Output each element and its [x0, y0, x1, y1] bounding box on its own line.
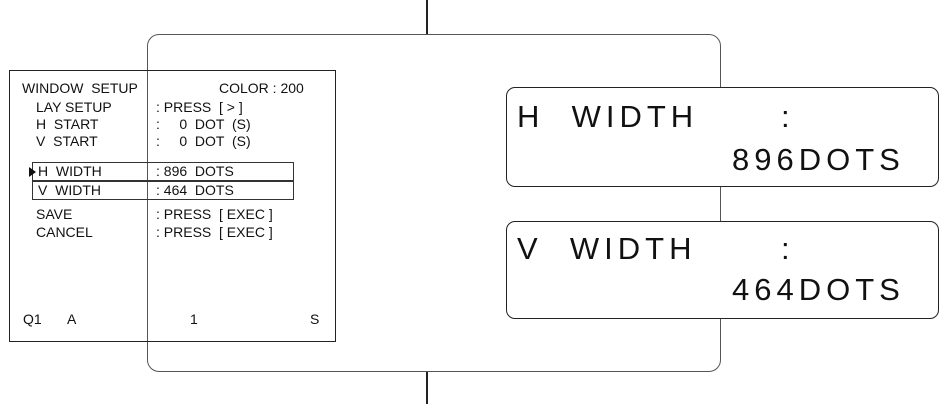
menu-title: WINDOW SETUP — [22, 80, 138, 96]
menu-row-h-start-value: : 0 DOT (S) — [156, 116, 251, 132]
menu-row-save-label: SAVE — [36, 206, 73, 222]
menu-row-cancel-value: : PRESS [ EXEC ] — [156, 224, 273, 240]
menu-row-v-start-value: : 0 DOT (S) — [156, 133, 251, 149]
menu-row-save-value: : PRESS [ EXEC ] — [156, 206, 273, 222]
menu-row-lay-setup-value: : PRESS [ > ] — [156, 99, 243, 115]
menu-row-h-start-label: H START — [36, 116, 99, 132]
menu-row-v-width-value: : 464 DOTS — [156, 182, 234, 198]
h-width-display-value: 896DOTS — [732, 142, 905, 177]
h-width-display-colon: : — [781, 99, 795, 134]
status-s: S — [310, 311, 320, 327]
h-width-display-panel — [506, 87, 939, 187]
menu-row-lay-setup-label: LAY SETUP — [36, 99, 112, 115]
status-num: 1 — [190, 311, 198, 327]
menu-color: COLOR : 200 — [219, 80, 304, 96]
selection-cursor-icon — [29, 167, 36, 177]
menu-row-v-width-label: V WIDTH — [38, 182, 101, 198]
callout-frame — [147, 34, 721, 372]
menu-row-h-width-value: : 896 DOTS — [156, 163, 234, 179]
h-width-display-label: H WIDTH — [517, 99, 699, 134]
menu-row-cancel-label: CANCEL — [36, 224, 93, 240]
bottom-connector-line — [426, 372, 428, 404]
top-connector-line — [426, 0, 428, 34]
status-q: Q1 — [23, 311, 42, 327]
menu-row-h-width-label: H WIDTH — [38, 163, 102, 179]
v-width-display-colon: : — [781, 231, 795, 266]
status-a: A — [67, 311, 77, 327]
v-width-display-panel — [506, 221, 939, 319]
v-width-display-label: V WIDTH — [517, 231, 697, 266]
monitor-screen — [9, 70, 336, 342]
menu-row-v-start-label: V START — [36, 133, 98, 149]
v-width-highlight — [32, 181, 294, 200]
v-width-display-value: 464DOTS — [732, 272, 905, 307]
